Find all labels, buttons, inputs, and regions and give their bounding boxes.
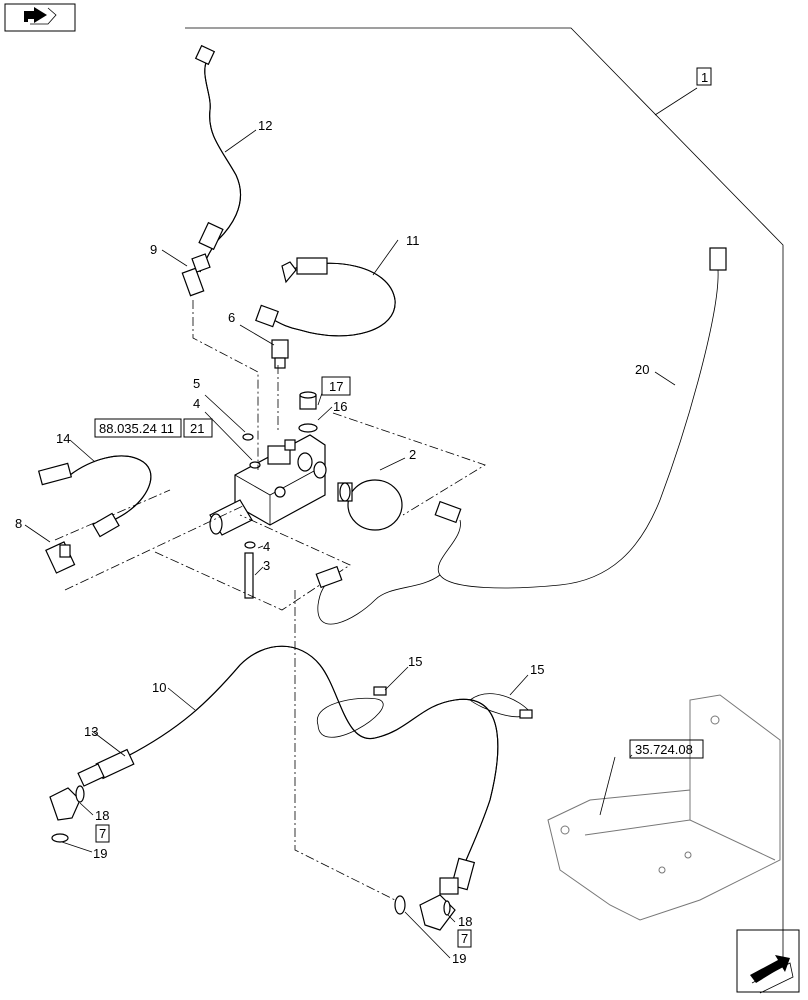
oring-19-left [51,833,69,843]
callout-2: 2 [409,447,416,462]
callout-16: 16 [333,399,347,414]
callout-12: 12 [258,118,272,133]
callout-19-left: 19 [93,846,107,861]
callout-1: 1 [701,70,708,85]
fitting-6 [271,339,289,369]
oring-19-right [394,895,406,915]
fitting-8 [45,541,76,574]
oring-18-right [443,900,451,916]
washer-4-bottom [244,541,256,549]
callout-9: 9 [150,242,157,257]
fitting-9 [181,253,211,297]
callout-11: 11 [406,233,420,248]
callout-21: 21 [190,421,204,436]
callout-7-left: 7 [99,826,106,841]
callout-13: 13 [84,724,98,739]
book-arrow-icon[interactable] [4,3,76,32]
callout-14: 14 [56,431,70,446]
callout-19-right: 19 [452,951,466,966]
reference-88-035-24-11[interactable]: 88.035.24 11 [94,418,182,438]
callout-8: 8 [15,516,22,531]
hose-14 [37,455,152,538]
callout-18-left: 18 [95,808,109,823]
callout-4-top: 4 [193,396,200,411]
fitting-13 [77,748,135,787]
reference-35-724-08[interactable]: 35.724.08 [629,739,704,759]
callout-10: 10 [152,680,166,695]
callout-3: 3 [263,558,270,573]
callout-6: 6 [228,310,235,325]
washer-4-top [249,461,261,469]
reference-label: 35.724.08 [635,742,693,757]
cable-ties-15 [317,686,533,738]
callout-7-right: 7 [461,931,468,946]
valve-block-21 [209,434,327,536]
callout-4-bottom: 4 [263,539,270,554]
callout-5: 5 [193,376,200,391]
plug-17 [299,391,317,410]
bolt-3 [244,552,254,599]
callout-labels: 1 2 3 4 4 5 6 7 7 8 9 10 11 12 13 14 15 … [15,67,712,966]
fitting-7-left [49,787,81,821]
hose-10 [119,645,499,871]
accumulator-2 [337,479,403,531]
oring-18-left [75,785,85,803]
bracket-35-724-08 [547,694,781,921]
hose-11 [255,257,396,337]
wiring-harness-20 [315,247,727,625]
next-page-arrow-icon[interactable] [736,929,800,994]
hose-12 [194,44,242,273]
callout-17: 17 [329,379,343,394]
callout-18-right: 18 [458,914,472,929]
washer-5 [242,433,254,441]
seal-16 [298,423,318,433]
dashed-leaders [54,300,486,906]
reference-label: 88.035.24 11 [99,421,174,436]
callout-20: 20 [635,362,649,377]
callout-15-right: 15 [530,662,544,677]
callout-15-left: 15 [408,654,422,669]
fitting-right-end [439,857,476,895]
